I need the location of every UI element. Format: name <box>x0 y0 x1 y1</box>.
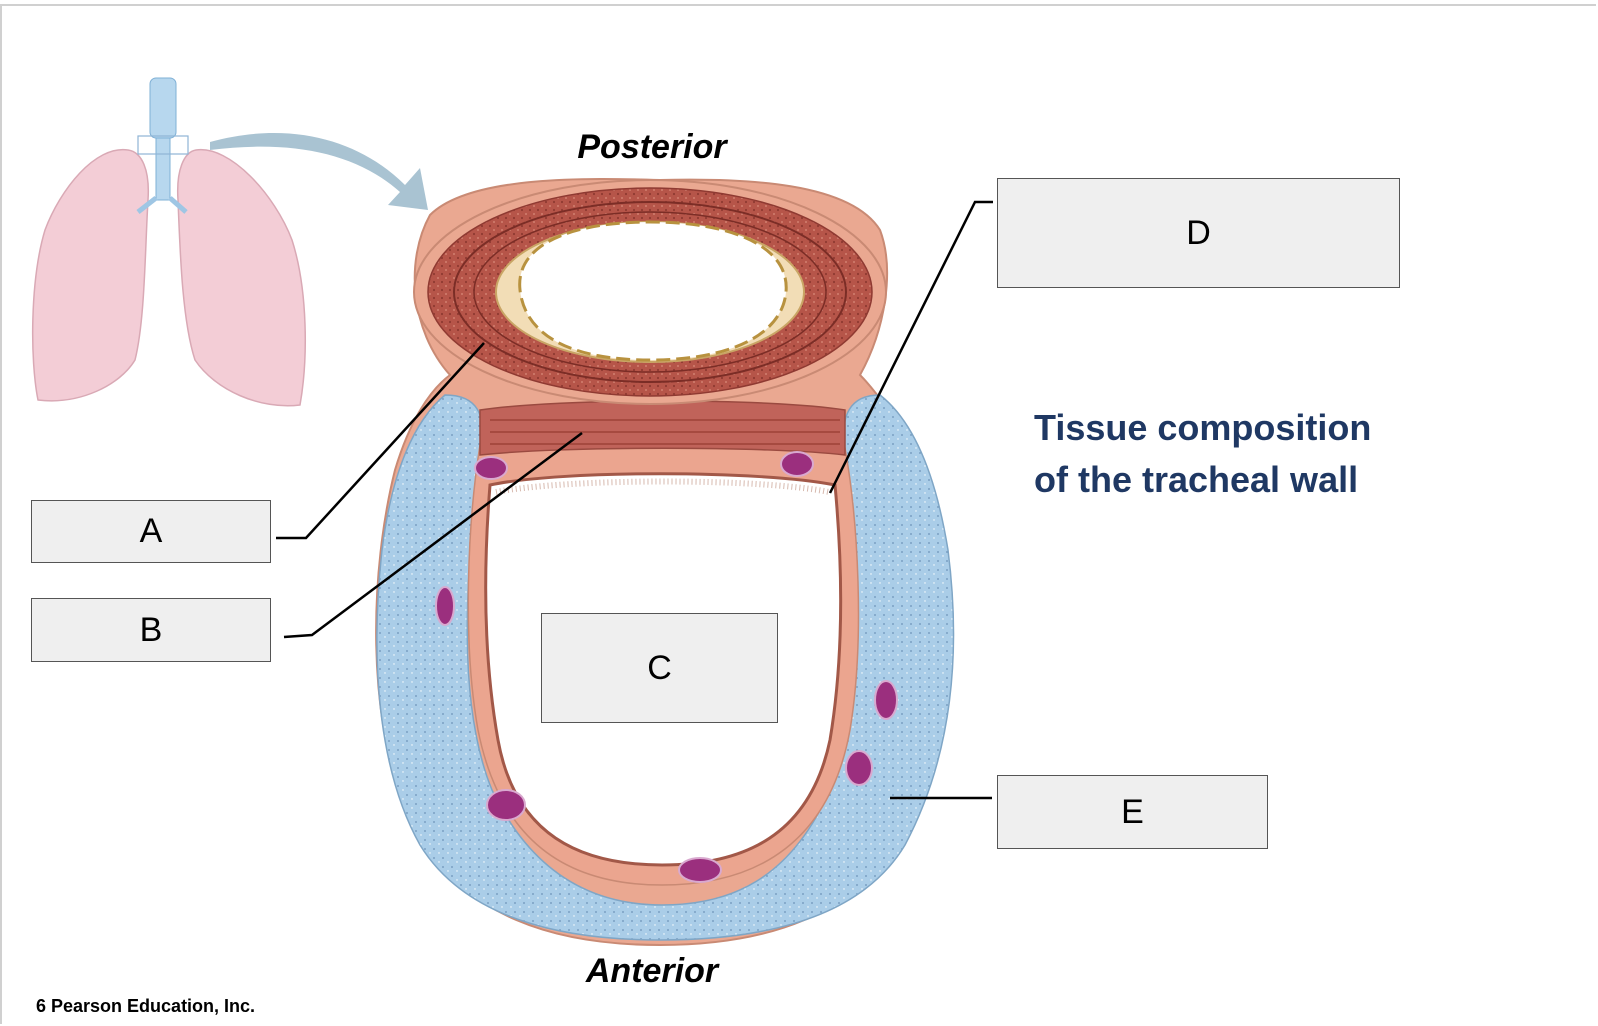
posterior-label: Posterior <box>577 128 727 166</box>
slide-title: Tissue composition of the tracheal wall <box>1034 402 1414 506</box>
label-box-c[interactable]: C <box>541 613 778 723</box>
trachea-cross-section <box>375 178 955 947</box>
label-box-a[interactable]: A <box>31 500 271 563</box>
label-b-text: B <box>139 610 163 649</box>
label-d-text: D <box>1186 213 1211 252</box>
label-box-d[interactable]: D <box>997 178 1400 288</box>
label-c-text: C <box>647 648 672 687</box>
leader-lines <box>276 200 993 800</box>
copyright-notice: 6 Pearson Education, Inc. <box>36 996 256 1016</box>
title-line-1: Tissue composition <box>1034 407 1372 448</box>
zoom-arrow <box>210 133 428 210</box>
anterior-label: Anterior <box>585 952 719 990</box>
label-e-text: E <box>1121 792 1144 831</box>
label-box-b[interactable]: B <box>31 598 271 662</box>
title-line-2: of the tracheal wall <box>1034 459 1359 500</box>
slide-frame <box>0 4 1596 1024</box>
label-box-e[interactable]: E <box>997 775 1268 849</box>
lung-thumbnail <box>31 77 306 407</box>
label-a-text: A <box>139 512 163 550</box>
